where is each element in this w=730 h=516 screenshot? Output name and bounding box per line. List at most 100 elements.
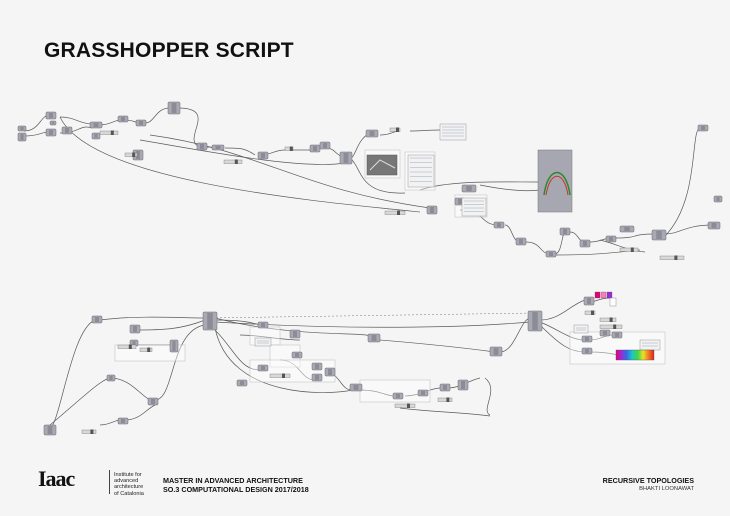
component-node[interactable] <box>311 373 323 382</box>
node-center <box>443 385 447 390</box>
component-node[interactable] <box>713 195 723 203</box>
node-center <box>313 146 317 151</box>
number-slider[interactable] <box>599 317 617 323</box>
component-node[interactable] <box>599 329 611 337</box>
node-center <box>139 121 143 125</box>
component-node[interactable] <box>91 132 101 140</box>
component-node[interactable] <box>147 397 159 406</box>
component-node[interactable] <box>202 311 218 331</box>
component-node[interactable] <box>106 374 116 382</box>
component-node[interactable] <box>169 339 179 353</box>
number-slider[interactable] <box>599 324 623 330</box>
wire <box>214 327 353 393</box>
number-slider[interactable] <box>99 130 119 136</box>
component-node[interactable] <box>132 149 144 161</box>
node-center <box>711 223 717 228</box>
component-node[interactable] <box>651 229 667 241</box>
component-node[interactable] <box>697 124 709 132</box>
number-slider[interactable] <box>394 403 416 409</box>
node-center <box>51 122 55 124</box>
component-node[interactable] <box>196 142 208 151</box>
component-node[interactable] <box>545 250 557 258</box>
node-center <box>519 239 523 244</box>
wire <box>99 119 121 126</box>
component-node[interactable] <box>17 125 27 132</box>
component-node[interactable] <box>489 346 503 357</box>
component-node[interactable] <box>319 141 331 150</box>
node-center <box>603 331 607 335</box>
component-node[interactable] <box>581 335 593 343</box>
number-slider[interactable] <box>139 347 153 353</box>
node-center <box>656 231 662 239</box>
node-center <box>200 144 204 149</box>
component-node[interactable] <box>367 333 381 343</box>
component-node[interactable] <box>91 315 103 324</box>
component-group <box>114 344 186 362</box>
component-node[interactable] <box>311 362 323 371</box>
component-node[interactable] <box>605 235 617 243</box>
slider-track <box>269 373 291 378</box>
wire <box>589 334 613 341</box>
number-slider[interactable] <box>117 344 137 350</box>
wire <box>134 319 206 331</box>
component-node[interactable] <box>167 101 181 115</box>
component-node[interactable] <box>309 144 321 153</box>
number-slider[interactable] <box>81 429 97 435</box>
component-node[interactable] <box>129 324 141 334</box>
component-node[interactable] <box>89 121 103 129</box>
component-node[interactable] <box>117 417 129 425</box>
number-slider[interactable] <box>124 152 138 158</box>
component-node[interactable] <box>417 389 429 397</box>
node-center <box>172 341 176 351</box>
component-node[interactable] <box>257 364 269 372</box>
component-node[interactable] <box>579 239 591 248</box>
component-node[interactable] <box>43 424 57 436</box>
component-node[interactable] <box>339 151 353 165</box>
component-node[interactable] <box>324 367 336 377</box>
number-slider[interactable] <box>584 310 596 316</box>
component-node[interactable] <box>45 128 57 137</box>
component-node[interactable] <box>493 221 505 229</box>
component-node[interactable] <box>49 120 57 126</box>
number-slider[interactable] <box>284 146 294 152</box>
number-slider[interactable] <box>437 397 453 403</box>
node-center <box>49 130 53 135</box>
number-slider[interactable] <box>223 159 243 165</box>
component-node[interactable] <box>707 221 721 230</box>
component-node[interactable] <box>583 296 595 306</box>
component-node[interactable] <box>439 383 451 392</box>
component-node[interactable] <box>289 329 301 339</box>
number-slider[interactable] <box>619 247 639 253</box>
number-slider[interactable] <box>389 127 401 133</box>
number-slider[interactable] <box>659 255 685 261</box>
component-node[interactable] <box>17 132 27 142</box>
component-node[interactable] <box>257 321 269 329</box>
component-node[interactable] <box>135 119 147 127</box>
component-node[interactable] <box>619 225 635 233</box>
node-center <box>315 364 319 369</box>
component-node[interactable] <box>527 310 543 332</box>
node-center <box>49 113 53 118</box>
number-slider[interactable] <box>384 210 406 216</box>
component-node[interactable] <box>291 351 303 359</box>
number-slider[interactable] <box>269 373 291 379</box>
component-node[interactable] <box>61 126 73 135</box>
component-node[interactable] <box>211 144 225 151</box>
component-node[interactable] <box>515 237 527 246</box>
component-node[interactable] <box>117 115 129 123</box>
component-node[interactable] <box>236 379 248 387</box>
component-node[interactable] <box>349 383 363 392</box>
component-node[interactable] <box>45 111 57 120</box>
component-node[interactable] <box>581 347 593 355</box>
component-node[interactable] <box>392 392 404 400</box>
component-node[interactable] <box>559 227 571 236</box>
component-node[interactable] <box>257 151 269 160</box>
component-node[interactable] <box>129 339 139 347</box>
component-node[interactable] <box>365 129 379 138</box>
component-node[interactable] <box>457 379 469 391</box>
wire <box>154 324 206 401</box>
component-node[interactable] <box>461 184 477 193</box>
component-node[interactable] <box>611 331 623 339</box>
component-node[interactable] <box>426 205 438 215</box>
